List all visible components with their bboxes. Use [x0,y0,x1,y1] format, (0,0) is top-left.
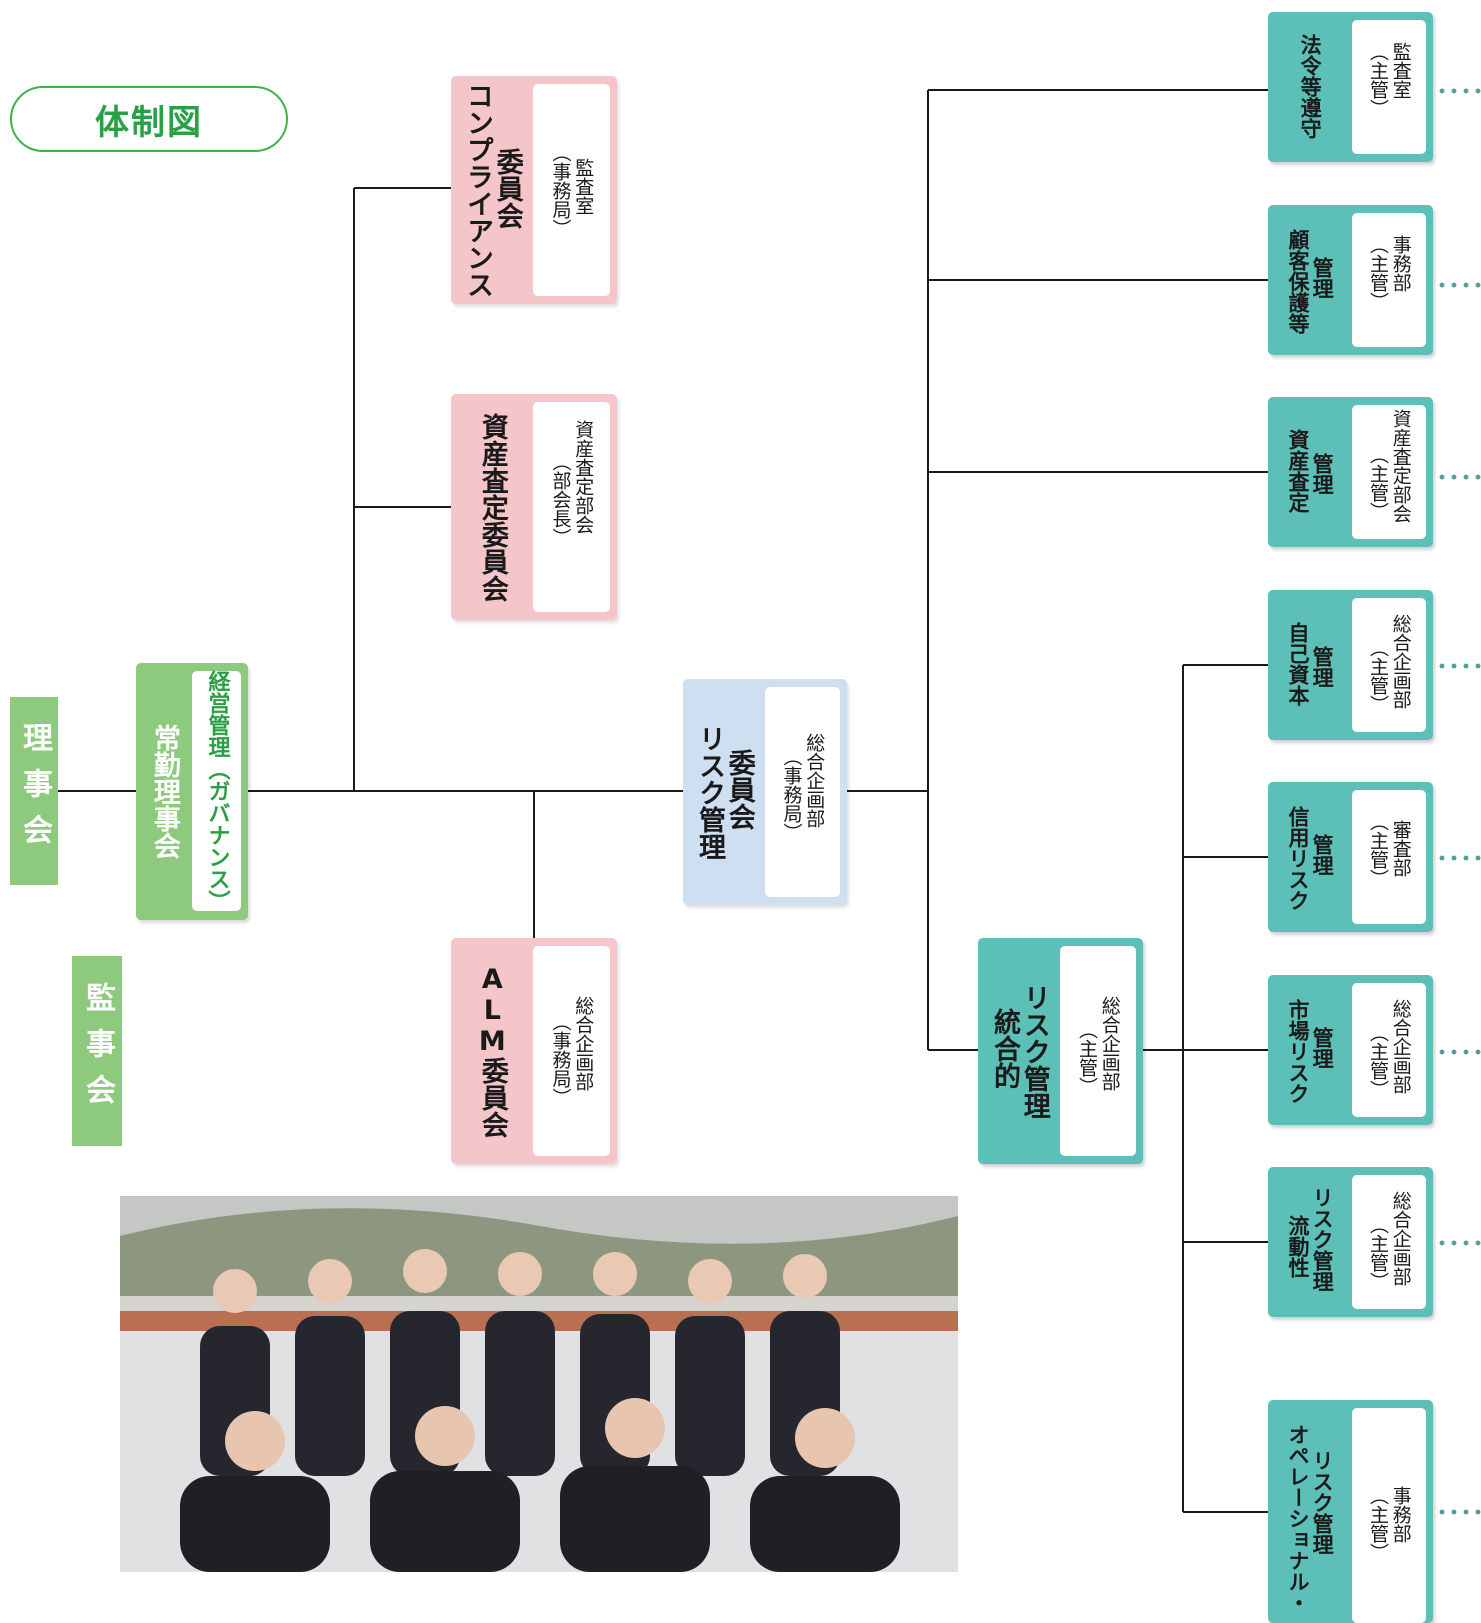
right-box-0-note-1: （主管） [1367,42,1389,118]
alm-committee-note-1: （事務局） [549,1012,572,1107]
integrated-name-2: リスク管理 [1018,984,1050,1119]
right-box-capital: 自己資本 管理 （主管） 総合企画部 [1268,590,1433,740]
risk-committee-note-2: 総合企画部 [803,733,826,828]
right-box-market-risk: 市場リスク 管理 （主管） 総合企画部 [1268,975,1433,1125]
right-box-6-name-1: 流動性 [1286,1215,1310,1278]
dotted-leader [1436,855,1481,861]
right-box-5-note-2: 総合企画部 [1389,999,1412,1094]
risk-committee-box: リスク管理 委員会 （事務局） 総合企画部 [683,679,847,905]
integrated-name-1: 統合的 [989,1008,1020,1089]
staff-photo-illustration [120,1196,958,1572]
compliance-note-1: （事務局） [549,142,572,238]
board-text: 理事会 [17,722,52,860]
right-box-5-note-1: （主管） [1367,1023,1389,1099]
right-box-6-name-2: リスク管理 [1310,1187,1335,1292]
right-box-4-name-1: 信用リスク [1286,806,1310,911]
executive-name: 常勤理事会 [148,724,180,859]
right-box-1-name-1: 顧客保護等 [1286,229,1310,334]
right-box-1-note-1: （主管） [1367,235,1389,311]
integrated-note-2: 総合企画部 [1098,996,1121,1091]
right-box-6-note-2: 総合企画部 [1389,1191,1412,1286]
right-box-liquidity-risk: 流動性 リスク管理 （主管） 総合企画部 [1268,1167,1433,1317]
right-box-7-note-2: 事務部 [1389,1486,1412,1543]
right-box-operational-risk: オペレーショナル・ リスク管理 （主管） 事務部 [1268,1400,1433,1623]
right-box-4-note-2: 審査部 [1389,820,1412,877]
integrated-risk-box: 統合的 リスク管理 （主管） 総合企画部 [978,938,1143,1164]
asset-assessment-committee-box: 資産査定委員会 （部会長） 資産査定部会 [451,394,617,620]
right-box-5-name-1: 市場リスク [1286,999,1310,1104]
dotted-leader [1436,282,1481,288]
right-box-7-note-1: （主管） [1367,1486,1389,1562]
executive-box: 常勤理事会 経営管理（ガバナンス） [136,663,248,920]
right-box-0-name-1: 法令等遵守 [1298,34,1323,139]
right-box-customer-protection: 顧客保護等 管理 （主管） 事務部 [1268,205,1433,355]
dotted-leader [1436,1509,1481,1515]
right-box-1-note-2: 事務部 [1389,235,1412,292]
risk-committee-note-1: （事務局） [780,747,803,842]
right-box-2-note-2: 資産査定部会 [1389,409,1412,523]
right-box-7-name-2: リスク管理 [1310,1450,1335,1555]
right-box-0-note-2: 監査室 [1389,42,1412,99]
compliance-note-2: 監査室 [572,158,595,215]
dotted-leader [1436,474,1481,480]
compliance-committee-box: コンプライアンス 委員会 （事務局） 監査室 [451,76,617,304]
alm-committee-note-2: 総合企画部 [572,996,595,1091]
right-box-4-name-2: 管理 [1310,834,1335,876]
board-label: 理事会 [10,697,58,885]
diagram-title: 体制図 [10,86,288,152]
alm-committee-name: ALM委員会 [476,964,508,1138]
right-box-6-note-1: （主管） [1367,1215,1389,1291]
auditors-label: 監事会 [72,956,122,1146]
right-box-1-name-2: 管理 [1310,257,1335,299]
right-box-2-note-1: （主管） [1367,445,1389,521]
right-box-7-name-1: オペレーショナル・ [1286,1424,1310,1613]
right-box-4-note-1: （主管） [1367,812,1389,888]
right-box-2-name-2: 管理 [1310,453,1335,495]
integrated-note-1: （主管） [1076,1020,1098,1096]
right-box-5-name-2: 管理 [1310,1027,1335,1069]
compliance-name-2: 委員会 [491,148,523,229]
staff-photo [120,1196,958,1572]
risk-committee-name-1: リスク管理 [694,725,725,860]
asset-committee-note-1: （部会長） [549,452,572,547]
right-box-2-name-1: 資産査定 [1286,429,1310,513]
compliance-name-1: コンプライアンス [462,82,493,298]
dotted-leader [1436,1049,1481,1055]
dotted-leader [1436,663,1481,669]
risk-committee-name-2: 委員会 [723,749,755,830]
right-box-3-name-2: 管理 [1310,646,1335,688]
executive-note: 経営管理（ガバナンス） [204,670,230,912]
asset-committee-note-2: 資産査定部会 [572,420,595,534]
dotted-leader [1436,1240,1481,1246]
alm-committee-box: ALM委員会 （事務局） 総合企画部 [451,938,617,1164]
dotted-leader [1436,88,1481,94]
right-box-3-name-1: 自己資本 [1286,622,1310,706]
right-box-asset-assessment: 資産査定 管理 （主管） 資産査定部会 [1268,397,1433,547]
auditors-text: 監事会 [80,982,115,1120]
right-box-3-note-1: （主管） [1367,638,1389,714]
asset-committee-name: 資産査定委員会 [476,412,508,602]
right-box-compliance: 法令等遵守 （主管） 監査室 [1268,12,1433,162]
right-box-credit-risk: 信用リスク 管理 （主管） 審査部 [1268,782,1433,932]
right-box-3-note-2: 総合企画部 [1389,614,1412,709]
